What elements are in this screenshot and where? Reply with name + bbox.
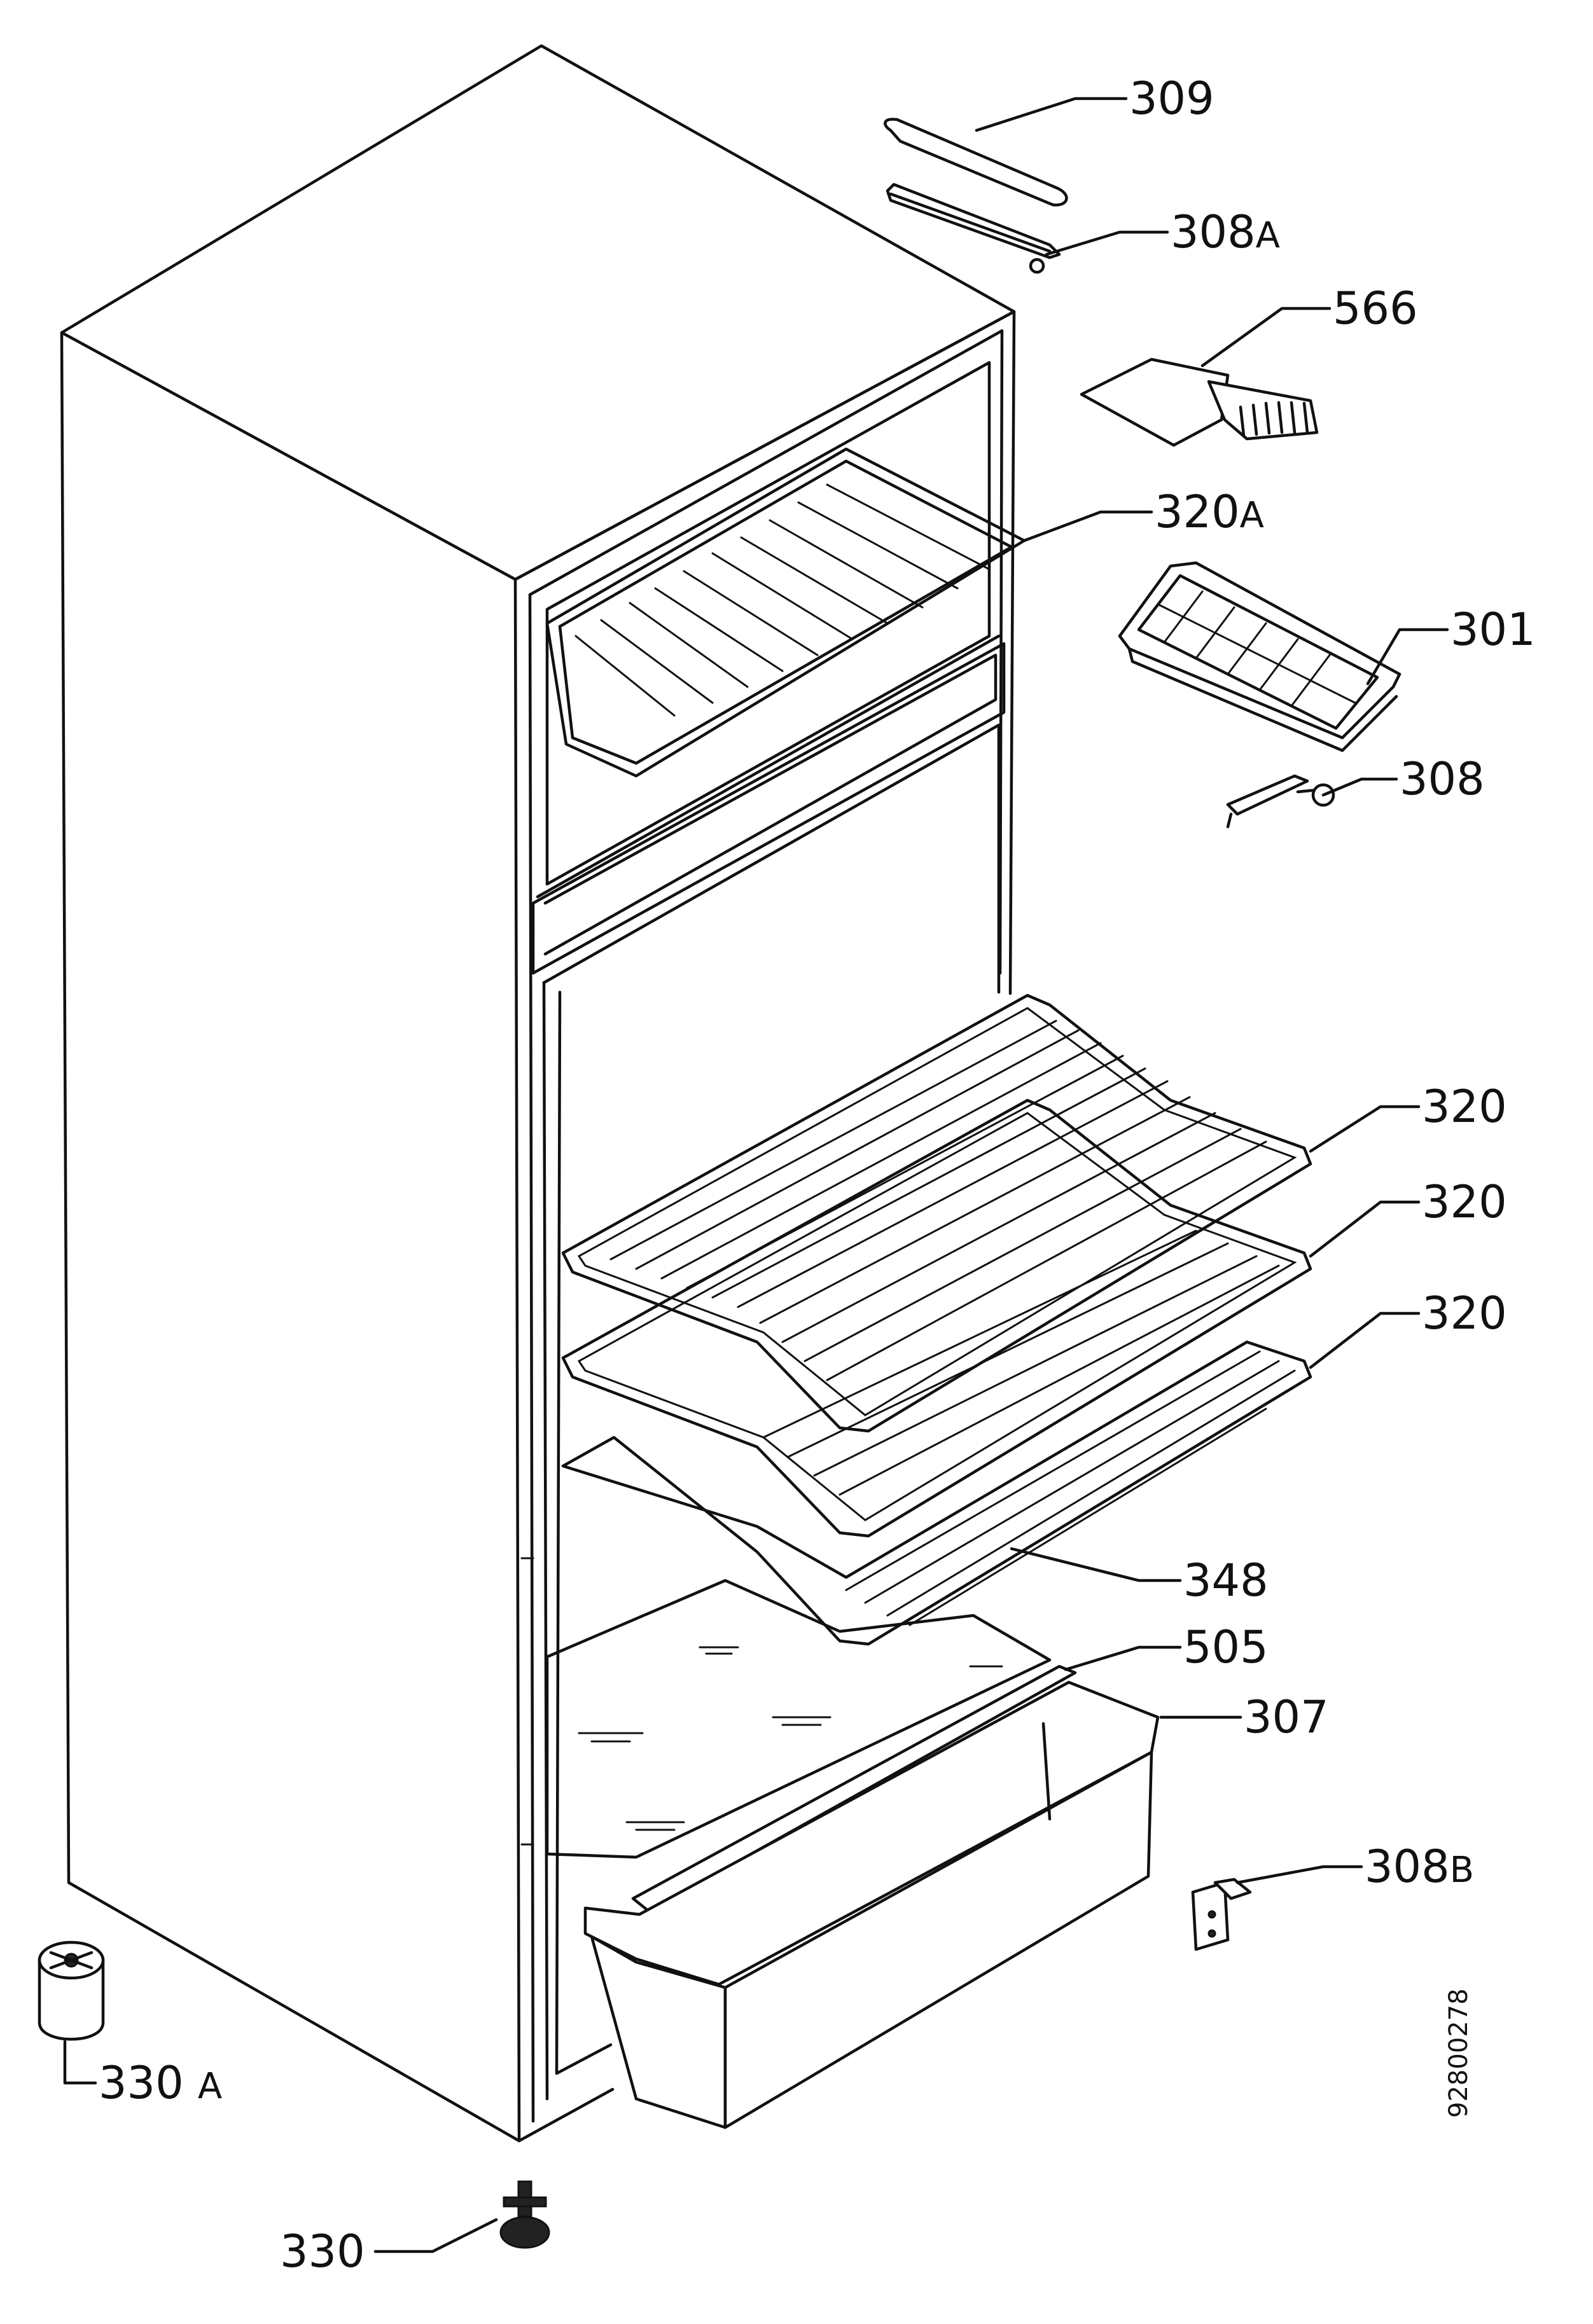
top-cover-part	[884, 118, 1068, 274]
freezer-grid-shelf	[545, 447, 1026, 778]
adjustable-foot-330	[499, 2180, 550, 2249]
ice-scraper	[1080, 357, 1319, 447]
part-label-320-middle: 320	[1422, 1176, 1507, 1228]
part-label-308b: 308B	[1365, 1841, 1475, 1893]
part-label-505: 505	[1183, 1621, 1269, 1673]
glass-shelf-3	[561, 1340, 1312, 1646]
leader-lines	[63, 97, 1449, 2253]
part-label-320a: 320A	[1155, 486, 1264, 538]
foot-330a	[38, 1940, 105, 2041]
part-label-308a: 308A	[1171, 206, 1280, 258]
glass-shelf-2	[561, 1098, 1312, 1538]
part-label-308: 308	[1400, 753, 1485, 805]
document-number: 92800278	[1444, 1988, 1473, 2118]
part-label-330: 330	[280, 2225, 365, 2278]
part-label-348: 348	[1183, 1554, 1269, 1607]
part-label-309: 309	[1129, 73, 1214, 125]
part-label-301: 301	[1450, 604, 1536, 656]
crisper-cover-glass	[545, 1579, 1052, 1859]
part-label-320-top: 320	[1422, 1081, 1507, 1133]
ice-cube-tray	[1118, 561, 1402, 752]
part-label-307: 307	[1244, 1691, 1329, 1743]
part-label-330a: 330 A	[99, 2057, 223, 2109]
part-label-566: 566	[1333, 282, 1418, 335]
refrigerator-cabinet	[60, 44, 1016, 2143]
part-label-320-bottom: 320	[1422, 1287, 1507, 1339]
hinge-308b	[1191, 1878, 1252, 1951]
glass-shelf-1	[561, 993, 1312, 1433]
hinge-308	[1226, 774, 1335, 829]
crisper-drawer	[583, 1680, 1160, 2129]
